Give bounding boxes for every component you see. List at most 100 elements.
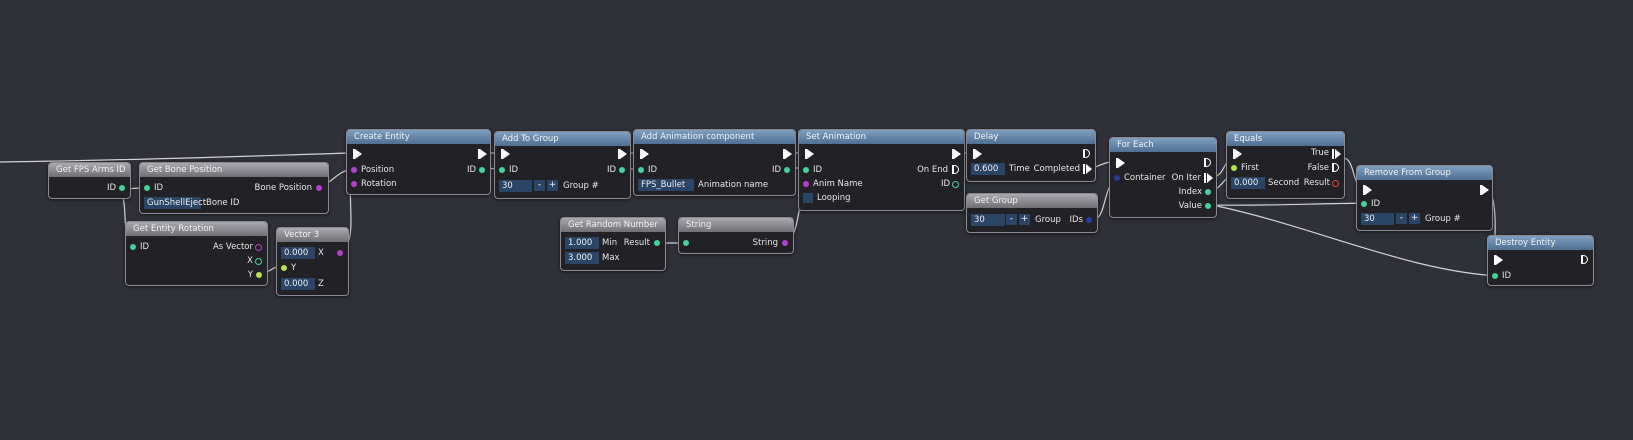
output-index-pin[interactable] [1205, 189, 1211, 195]
min-field[interactable]: 1.000 [565, 237, 599, 249]
node-title[interactable]: Add Animation component [634, 130, 795, 144]
output-id-pin[interactable] [952, 181, 959, 188]
output-x-pin[interactable] [255, 258, 262, 265]
output-vector-pin[interactable] [337, 250, 343, 256]
output-string-pin[interactable] [782, 240, 788, 246]
node-title[interactable]: Get FPS Arms ID [49, 163, 130, 177]
node-title[interactable]: Get Group [967, 194, 1097, 208]
group-increment-button[interactable]: + [547, 180, 558, 191]
node-get-entity-rotation[interactable]: Get Entity Rotation ID As Vector X Y [125, 221, 268, 286]
second-field[interactable]: 0.000 [1231, 177, 1265, 189]
group-number-field[interactable]: 30 [971, 214, 1005, 226]
input-id-pin[interactable] [1492, 273, 1498, 279]
exec-out-icon[interactable] [1204, 158, 1211, 167]
exec-in-icon[interactable] [1233, 149, 1242, 159]
node-equals[interactable]: Equals True First False 0.000 Second Res… [1226, 131, 1345, 199]
input-id-pin[interactable] [1361, 201, 1367, 207]
node-destroy-entity[interactable]: Destroy Entity ID [1487, 235, 1594, 286]
node-title[interactable]: Equals [1227, 132, 1344, 146]
completed-exec-icon[interactable] [1083, 164, 1092, 174]
node-title[interactable]: Set Animation [799, 130, 964, 144]
node-delay[interactable]: Delay 0.600 Time Completed [966, 129, 1096, 182]
exec-in-icon[interactable] [1116, 158, 1125, 168]
node-title[interactable]: Create Entity [347, 130, 490, 144]
node-title[interactable]: Destroy Entity [1488, 236, 1593, 250]
node-title[interactable]: Remove From Group [1357, 166, 1492, 180]
node-get-bone-position[interactable]: Get Bone Position ID Bone Position GunSh… [139, 162, 329, 214]
group-number-field[interactable]: 30 [499, 180, 532, 192]
group-increment-button[interactable]: + [1409, 213, 1420, 224]
input-id-pin[interactable] [130, 244, 136, 250]
looping-checkbox[interactable] [803, 193, 813, 203]
exec-in-icon[interactable] [805, 149, 814, 159]
input-id-pin[interactable] [638, 167, 644, 173]
output-id-pin[interactable] [784, 167, 790, 173]
exec-out-icon[interactable] [478, 149, 487, 159]
animation-name-field[interactable]: FPS_Bullet [638, 179, 694, 191]
node-get-random-number[interactable]: Get Random Number 1.000 Min Result 3.000… [560, 217, 666, 271]
group-increment-button[interactable]: + [1019, 214, 1030, 225]
node-title[interactable]: String [679, 218, 793, 232]
node-title[interactable]: Delay [967, 130, 1095, 144]
exec-out-icon[interactable] [1581, 255, 1588, 264]
node-set-animation[interactable]: Set Animation ID On End Anim Name ID Loo… [798, 129, 965, 211]
output-id-pin[interactable] [619, 167, 625, 173]
exec-in-icon[interactable] [353, 149, 362, 159]
node-title[interactable]: Get Bone Position [140, 163, 328, 177]
input-id-pin[interactable] [499, 167, 505, 173]
input-id-pin[interactable] [803, 167, 809, 173]
exec-out-icon[interactable] [1480, 185, 1489, 195]
false-exec-icon[interactable] [1332, 163, 1339, 172]
node-vector3[interactable]: Vector 3 0.000 X Y 0.000 Z [276, 227, 349, 296]
output-result-pin[interactable] [1332, 180, 1339, 187]
node-title[interactable]: Get Entity Rotation [126, 222, 267, 236]
input-container-pin[interactable] [1114, 175, 1120, 181]
bone-id-field[interactable]: GunShellEject [144, 197, 206, 209]
output-id-pin[interactable] [119, 185, 125, 191]
input-y-pin[interactable] [281, 265, 287, 271]
max-field[interactable]: 3.000 [565, 252, 599, 264]
output-id-pin[interactable] [479, 167, 485, 173]
exec-in-icon[interactable] [501, 149, 510, 159]
exec-out-icon[interactable] [783, 149, 792, 159]
on-end-exec-icon[interactable] [952, 165, 959, 174]
output-value-pin[interactable] [1205, 203, 1211, 209]
on-iter-exec-icon[interactable] [1204, 173, 1213, 183]
node-add-to-group[interactable]: Add To Group ID ID 30 - + Group # [494, 131, 631, 199]
node-get-group[interactable]: Get Group 30 - + Group IDs [966, 193, 1098, 233]
exec-out-icon[interactable] [952, 149, 961, 159]
true-exec-icon[interactable] [1332, 149, 1341, 159]
input-position-pin[interactable] [351, 167, 357, 173]
input-id-pin[interactable] [144, 185, 150, 191]
exec-in-icon[interactable] [640, 149, 649, 159]
output-result-pin[interactable] [654, 240, 660, 246]
input-anim-name-pin[interactable] [803, 181, 809, 187]
exec-out-icon[interactable] [1083, 149, 1090, 158]
input-first-pin[interactable] [1231, 165, 1237, 171]
output-y-pin[interactable] [256, 272, 262, 278]
time-field[interactable]: 0.600 [971, 163, 1005, 175]
exec-out-icon[interactable] [618, 149, 627, 159]
exec-in-icon[interactable] [1494, 255, 1503, 265]
node-create-entity[interactable]: Create Entity Position ID Rotation [346, 129, 491, 195]
group-decrement-button[interactable]: - [1006, 214, 1017, 225]
z-field[interactable]: 0.000 [281, 278, 315, 290]
input-rotation-pin[interactable] [351, 181, 357, 187]
input-pin[interactable] [683, 240, 689, 246]
output-as-vector-pin[interactable] [255, 244, 262, 251]
node-add-animation-component[interactable]: Add Animation component ID ID FPS_Bullet… [633, 129, 796, 196]
node-string[interactable]: String String [678, 217, 794, 254]
group-number-field[interactable]: 30 [1361, 213, 1394, 225]
group-decrement-button[interactable]: - [534, 180, 545, 191]
output-bone-position-pin[interactable] [316, 185, 322, 191]
node-title[interactable]: Get Random Number [561, 218, 665, 232]
exec-in-icon[interactable] [1363, 185, 1372, 195]
node-title[interactable]: Vector 3 [277, 228, 348, 242]
x-field[interactable]: 0.000 [281, 247, 315, 259]
node-for-each[interactable]: For Each Container On Iter Index Value [1109, 137, 1217, 218]
node-title[interactable]: For Each [1110, 138, 1216, 152]
group-decrement-button[interactable]: - [1396, 213, 1407, 224]
node-remove-from-group[interactable]: Remove From Group ID 30 - + Group # [1356, 165, 1493, 231]
output-ids-pin[interactable] [1086, 217, 1092, 223]
exec-in-icon[interactable] [973, 149, 982, 159]
